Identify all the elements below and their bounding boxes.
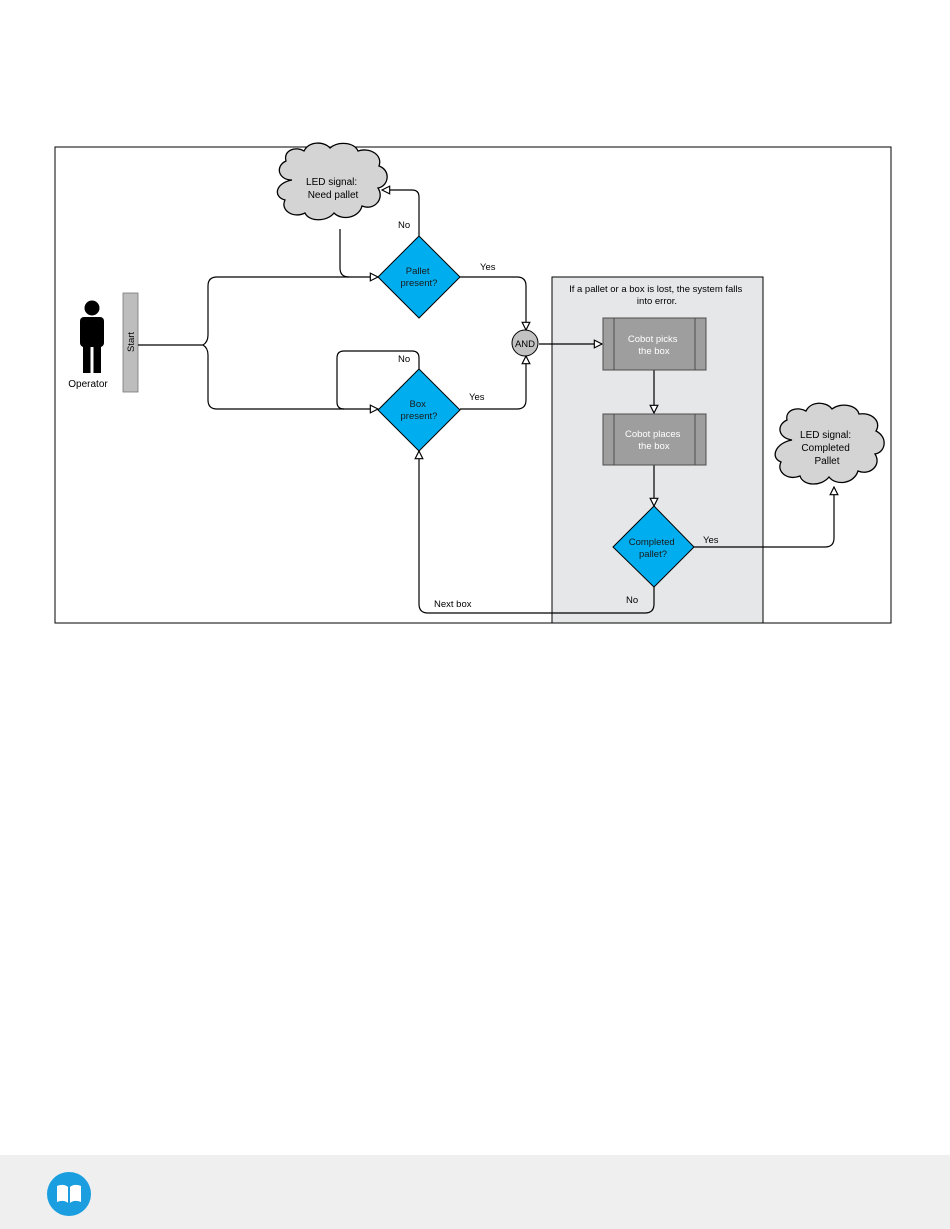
- label-pallet-no: No: [398, 220, 410, 231]
- operator-label: Operator: [68, 379, 108, 390]
- error-note-line1: If a pallet or a box is lost, the system…: [569, 284, 742, 295]
- cloud-completed-line2: Completed: [801, 443, 849, 454]
- and-gate-label: AND: [515, 339, 535, 350]
- label-completed-no: No: [626, 595, 638, 606]
- box-present-line1: Box: [409, 399, 426, 410]
- places-line1: Cobot places: [625, 429, 681, 440]
- label-next-box: Next box: [434, 599, 472, 610]
- cloud-completed-line1: LED signal:: [800, 430, 851, 441]
- cloud-need-pallet-line1: LED signal:: [306, 177, 357, 188]
- label-box-no: No: [398, 354, 410, 365]
- error-note-line2: into error.: [637, 296, 677, 307]
- label-box-yes: Yes: [469, 392, 485, 403]
- completed-pallet-line1: Completed: [629, 537, 675, 548]
- process-cobot-places: Cobot places the box: [603, 414, 706, 465]
- diagram-frame: [55, 147, 891, 623]
- places-line2: the box: [638, 441, 669, 452]
- picks-line1: Cobot picks: [628, 334, 678, 345]
- and-gate: AND: [512, 330, 538, 356]
- process-cobot-picks: Cobot picks the box: [603, 318, 706, 370]
- cloud-need-pallet-line2: Need pallet: [308, 190, 359, 201]
- completed-pallet-line2: pallet?: [639, 549, 667, 560]
- label-pallet-yes: Yes: [480, 262, 496, 273]
- page-footer: [0, 1155, 950, 1229]
- pallet-present-line2: present?: [401, 278, 438, 289]
- book-icon[interactable]: [47, 1172, 91, 1216]
- label-completed-yes: Yes: [703, 535, 719, 546]
- cloud-completed-line3: Pallet: [814, 456, 839, 467]
- box-present-line2: present?: [401, 411, 438, 422]
- svg-text:Pallet present?: Pallet present?: [401, 266, 438, 289]
- start-label: Start: [126, 332, 137, 352]
- pallet-present-line1: Pallet: [406, 266, 430, 277]
- cloud-completed-pallet: LED signal: Completed Pallet: [775, 403, 884, 484]
- picks-line2: the box: [638, 346, 669, 357]
